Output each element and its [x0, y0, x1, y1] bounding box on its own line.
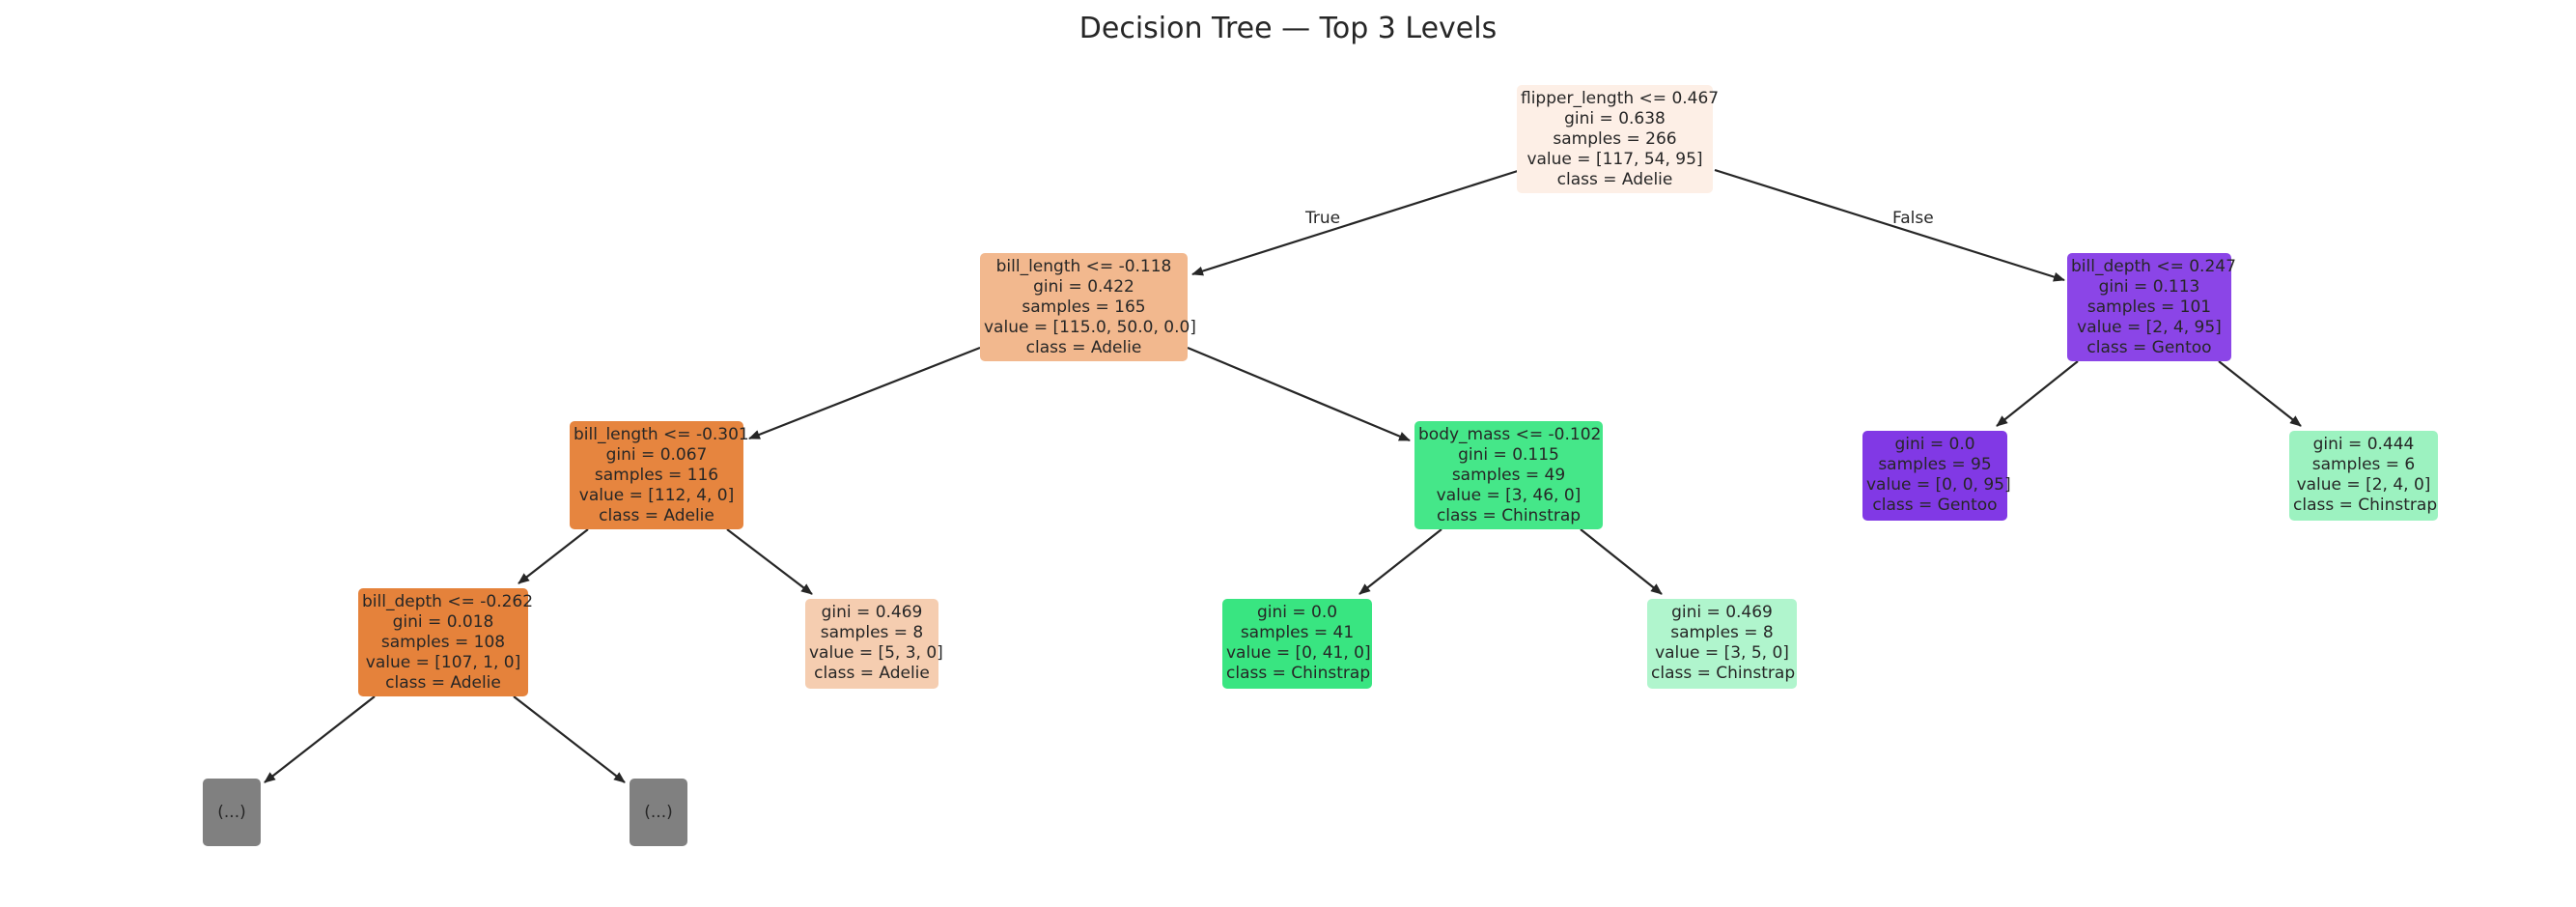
node-line: (...): [217, 802, 246, 822]
diagram-title: Decision Tree — Top 3 Levels: [1078, 12, 1498, 45]
node-line: body_mass <= -0.102: [1418, 425, 1602, 444]
node-line: (...): [644, 802, 673, 822]
node-line: value = [2, 4, 95]: [2077, 318, 2222, 337]
node-line: gini = 0.113: [2098, 277, 2200, 297]
edge-n1-n3: [748, 346, 981, 440]
node-line: class = Gentoo: [1872, 496, 1998, 515]
node-line: class = Chinstrap: [2293, 496, 2438, 515]
node-line: class = Adelie: [814, 664, 930, 683]
node-line: gini = 0.0: [1894, 435, 1975, 454]
node-line: class = Chinstrap: [1226, 664, 1371, 683]
node-line: samples = 49: [1451, 466, 1566, 485]
edge-label-true: True: [1305, 209, 1341, 228]
node-line: value = [3, 46, 0]: [1436, 486, 1582, 505]
node-line: value = [0, 41, 0]: [1226, 643, 1371, 663]
node-line: samples = 108: [380, 633, 506, 652]
edge-label-false: False: [1892, 209, 1934, 228]
node-line: class = Adelie: [1556, 170, 1673, 189]
node-line: value = [3, 5, 0]: [1655, 643, 1789, 663]
node-line: class = Gentoo: [2086, 338, 2212, 357]
node-line: value = [112, 4, 0]: [578, 486, 735, 505]
node-line: value = [5, 3, 0]: [809, 643, 943, 663]
node-line: samples = 165: [1022, 298, 1146, 317]
tree-node-n11: (...): [203, 779, 261, 846]
node-line: samples = 116: [594, 466, 719, 485]
node-line: class = Adelie: [599, 506, 714, 525]
node-line: samples = 266: [1553, 129, 1677, 149]
node-line: class = Adelie: [1025, 338, 1142, 357]
node-line: bill_length <= -0.301: [574, 425, 749, 444]
edge-n1-n4: [1187, 346, 1411, 442]
node-line: bill_depth <= 0.247: [2071, 257, 2236, 276]
edge-n3-n7: [518, 528, 589, 584]
node-line: gini = 0.469: [1671, 603, 1773, 622]
node-line: bill_length <= -0.118: [995, 257, 1172, 276]
node-line: value = [107, 1, 0]: [365, 653, 521, 672]
edge-n4-n10: [1580, 528, 1663, 595]
edge-n7-n11: [264, 695, 376, 783]
node-line: samples = 8: [820, 623, 924, 642]
node-line: class = Adelie: [385, 673, 501, 693]
edge-n2-n5: [1996, 360, 2079, 427]
edge-n0-n1: [1191, 168, 1522, 276]
node-line: gini = 0.067: [605, 445, 708, 465]
node-line: samples = 8: [1670, 623, 1774, 642]
node-line: class = Chinstrap: [1651, 664, 1796, 683]
edge-n2-n6: [2218, 360, 2302, 427]
node-line: gini = 0.115: [1458, 445, 1559, 465]
node-line: gini = 0.422: [1033, 277, 1134, 297]
node-line: value = [0, 0, 95]: [1866, 475, 2011, 495]
node-line: bill_depth <= -0.262: [362, 592, 534, 611]
node-line: value = [117, 54, 95]: [1526, 150, 1703, 169]
edge-n7-n12: [513, 695, 626, 783]
node-line: samples = 101: [2086, 298, 2212, 317]
node-line: gini = 0.469: [821, 603, 923, 622]
edge-n0-n2: [1714, 168, 2065, 282]
edge-n3-n8: [726, 528, 813, 595]
node-line: samples = 6: [2311, 455, 2416, 474]
edge-n4-n9: [1358, 528, 1442, 595]
node-line: samples = 95: [1878, 455, 1992, 474]
node-line: class = Chinstrap: [1436, 506, 1582, 525]
node-line: gini = 0.444: [2312, 435, 2415, 454]
node-line: samples = 41: [1240, 623, 1355, 642]
node-line: value = [2, 4, 0]: [2296, 475, 2431, 495]
node-line: gini = 0.638: [1564, 109, 1666, 128]
node-line: flipper_length <= 0.467: [1521, 89, 1720, 108]
tree-node-n12: (...): [630, 779, 687, 846]
node-line: gini = 0.018: [392, 612, 494, 632]
node-line: gini = 0.0: [1256, 603, 1338, 622]
node-line: value = [115.0, 50.0, 0.0]: [984, 318, 1196, 337]
